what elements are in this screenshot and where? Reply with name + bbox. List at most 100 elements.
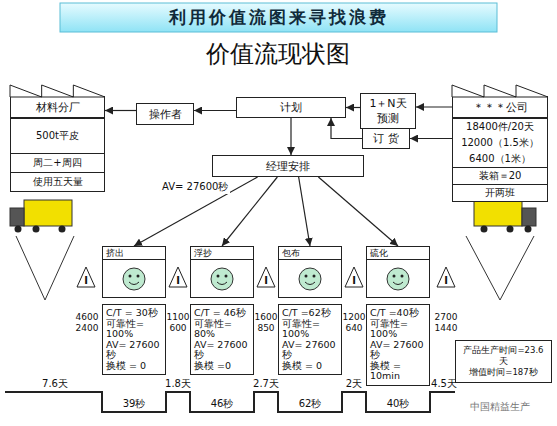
- factory-roof: [452, 81, 548, 97]
- node-text: AV= 27600 秒: [106, 340, 162, 361]
- factory-box: ＊＊＊公司: [452, 96, 548, 118]
- process-box: 1＋N天 预测: [360, 93, 416, 129]
- node-text: 换模 = 0: [106, 361, 162, 372]
- timeline-value: 62秒: [299, 398, 322, 410]
- inventory-quantity: 4600: [76, 312, 99, 322]
- node-text: C/T = 46秒: [194, 308, 250, 319]
- inventory-triangle: I: [344, 266, 364, 288]
- process-box: 经理安排: [212, 155, 364, 177]
- timeline-value: 40秒: [387, 398, 410, 410]
- timeline-value: 2天: [346, 378, 362, 390]
- node-text: C/T =62秒: [282, 308, 338, 319]
- node-text: 装箱＝20: [453, 167, 547, 184]
- node-text: 经理安排: [266, 159, 310, 174]
- subtitle: 价值流现状图: [206, 38, 350, 70]
- process-box: 计划: [236, 97, 346, 118]
- flow-arrow: [410, 138, 452, 139]
- summary-box: 产品生产时间=23.6天增值时间=187秒: [455, 340, 552, 383]
- inventory-quantity: 850: [257, 323, 274, 333]
- node-text: 周二+周四: [11, 153, 104, 172]
- title-banner: [60, 3, 497, 32]
- node-text: AV= 27600 秒: [194, 340, 250, 361]
- flow-arrow: [105, 110, 136, 111]
- inventory-triangle: I: [256, 266, 276, 288]
- node-text: 换模 = 0: [282, 361, 338, 372]
- timeline-value: 46秒: [211, 398, 234, 410]
- inventory-quantity: 640: [345, 323, 362, 333]
- node-text: ＊＊＊公司: [473, 100, 528, 115]
- process-data-box: C/T =40秒可靠性= 100%AV= 27600 秒换模 = 10min: [366, 304, 430, 386]
- inventory-triangle: I: [76, 266, 96, 288]
- flow-arrow: [134, 177, 258, 246]
- process-data-box: C/T =62秒可靠性= 100%AV= 27600 秒换模 = 0: [278, 304, 342, 375]
- node-text: I: [436, 275, 456, 286]
- flow-arrow: [299, 177, 310, 246]
- customer-truck: [474, 200, 536, 233]
- timeline-value: 7.6天: [42, 378, 68, 390]
- timeline-value: 39秒: [123, 398, 146, 410]
- node-text: I: [168, 275, 188, 286]
- shipment-triangle: [466, 236, 534, 300]
- timeline-value: 1.8天: [165, 378, 191, 390]
- diagram-title: 利用价值流图来寻找浪费: [60, 3, 497, 32]
- supplier-data-box: 500t平皮周二+周四使用五天量: [10, 118, 105, 192]
- timeline-value: 4.5天: [431, 378, 457, 390]
- node-text: 产品生产时间=23.6天: [459, 345, 548, 367]
- node-text: 6400（1米）: [453, 151, 547, 167]
- inventory-quantity: 1200: [343, 312, 366, 322]
- inventory-quantity: 1600: [255, 312, 278, 322]
- process-box: 操作者: [136, 103, 194, 125]
- node-text: 操作者: [149, 107, 182, 122]
- flow-arrow: [416, 106, 452, 107]
- inventory-triangle: I: [168, 266, 188, 288]
- node-text: 12000（1.5米）: [453, 135, 547, 151]
- process-box: 挤出: [102, 246, 166, 298]
- node-text: 计划: [280, 100, 302, 115]
- node-text: AV= 27600 秒: [282, 340, 338, 361]
- node-text: 挤出: [103, 247, 165, 260]
- node-text: 可靠性= 100%: [106, 319, 162, 340]
- customer-data-box: 18400件/20天12000（1.5米）6400（1米）装箱＝20开两班: [452, 118, 548, 202]
- process-box: 硫化: [366, 246, 430, 298]
- node-text: 可靠性= 100%: [282, 319, 338, 340]
- node-text: 500t平皮: [11, 119, 104, 153]
- node-text: 开两班: [453, 184, 547, 201]
- node-text: 换模 =0: [194, 361, 250, 372]
- node-text: C/T =40秒: [370, 308, 426, 319]
- timeline: [5, 392, 455, 412]
- node-text: AV= 27600 秒: [370, 340, 426, 361]
- flow-arrow: [318, 177, 398, 246]
- node-text: 包布: [279, 247, 341, 260]
- flow-arrow: [331, 118, 362, 139]
- inventory-triangle: I: [436, 266, 456, 288]
- inventory-quantity: 1440: [435, 323, 458, 333]
- shipment-triangle: [16, 236, 74, 300]
- node-text: I: [256, 275, 276, 286]
- flow-arrow: [290, 118, 291, 155]
- node-text: I: [76, 275, 96, 286]
- node-text: 浮抄: [191, 247, 253, 260]
- inventory-quantity: 2400: [76, 323, 99, 333]
- node-text: 可靠性= 100%: [370, 319, 426, 340]
- flow-arrow: [194, 110, 236, 111]
- process-box: 订 货: [362, 128, 410, 149]
- node-text: 硫化: [367, 247, 429, 260]
- node-text: 订 货: [373, 131, 399, 146]
- inventory-quantity: 600: [169, 323, 186, 333]
- available-time-label: AV= 27600秒: [160, 180, 230, 194]
- node-text: 18400件/20天: [453, 119, 547, 135]
- supplier-truck: [10, 200, 72, 233]
- process-box: 包布: [278, 246, 342, 298]
- inventory-quantity: 1100: [167, 312, 190, 322]
- flow-arrow: [346, 107, 360, 108]
- inventory-quantity: 2700: [435, 312, 458, 322]
- node-text: I: [344, 275, 364, 286]
- node-text: 1＋N天 预测: [364, 96, 412, 126]
- factory-box: 材料分厂: [10, 96, 105, 118]
- node-text: 材料分厂: [36, 100, 80, 115]
- node-text: 可靠性= 80%: [194, 319, 250, 340]
- watermark: 中国精益生产: [470, 400, 530, 414]
- node-text: C/T = 30秒: [106, 308, 162, 319]
- factory-roof: [10, 81, 105, 97]
- process-box: 浮抄: [190, 246, 254, 298]
